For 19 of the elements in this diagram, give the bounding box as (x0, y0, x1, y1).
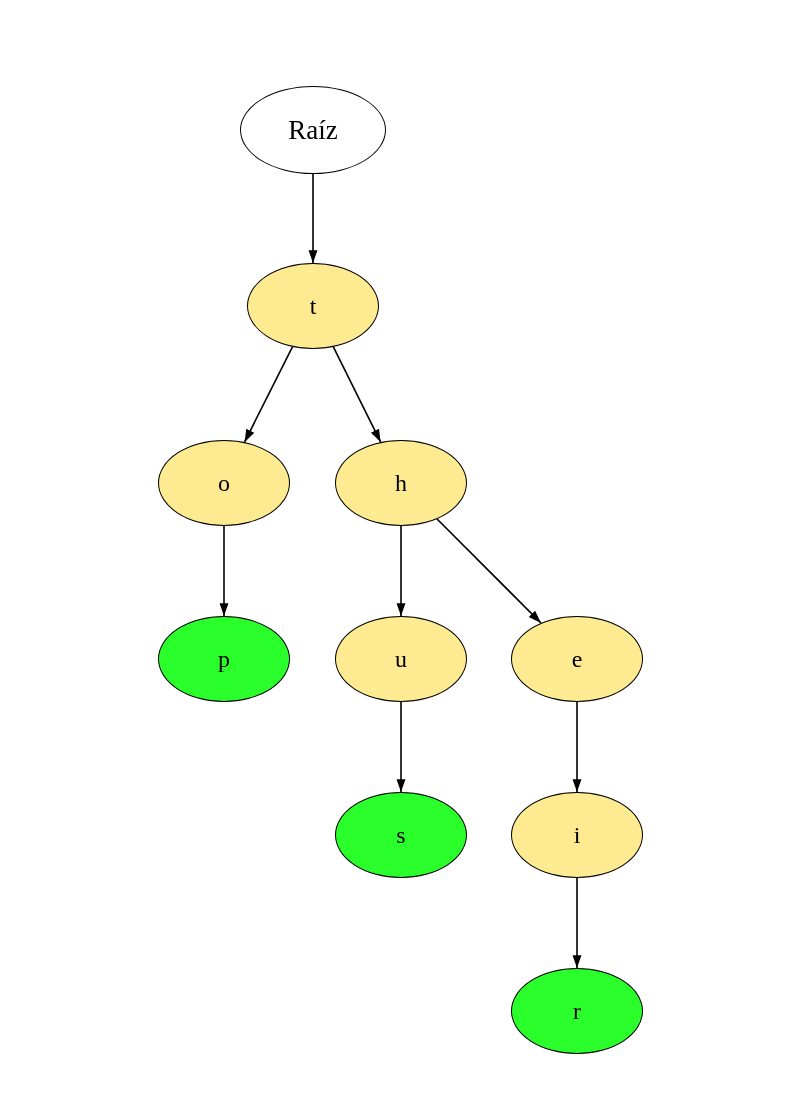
arrow (572, 701, 582, 793)
node-label: h (395, 471, 407, 495)
arrow (396, 701, 406, 793)
node-label: r (573, 999, 581, 1023)
node-label: t (309, 294, 317, 318)
node-label: Raíz (288, 116, 338, 144)
node-label: o (218, 471, 230, 495)
node-label: s (396, 823, 406, 847)
arrow (436, 518, 542, 624)
arrow (243, 346, 294, 443)
arrow (396, 525, 406, 617)
arrow (219, 525, 229, 617)
arrow (332, 346, 382, 443)
arrow (572, 877, 582, 969)
node-label: u (395, 647, 407, 671)
node-label: i (573, 823, 581, 847)
node-label: p (218, 647, 230, 671)
node-label: e (571, 647, 583, 671)
arrow (308, 173, 318, 264)
